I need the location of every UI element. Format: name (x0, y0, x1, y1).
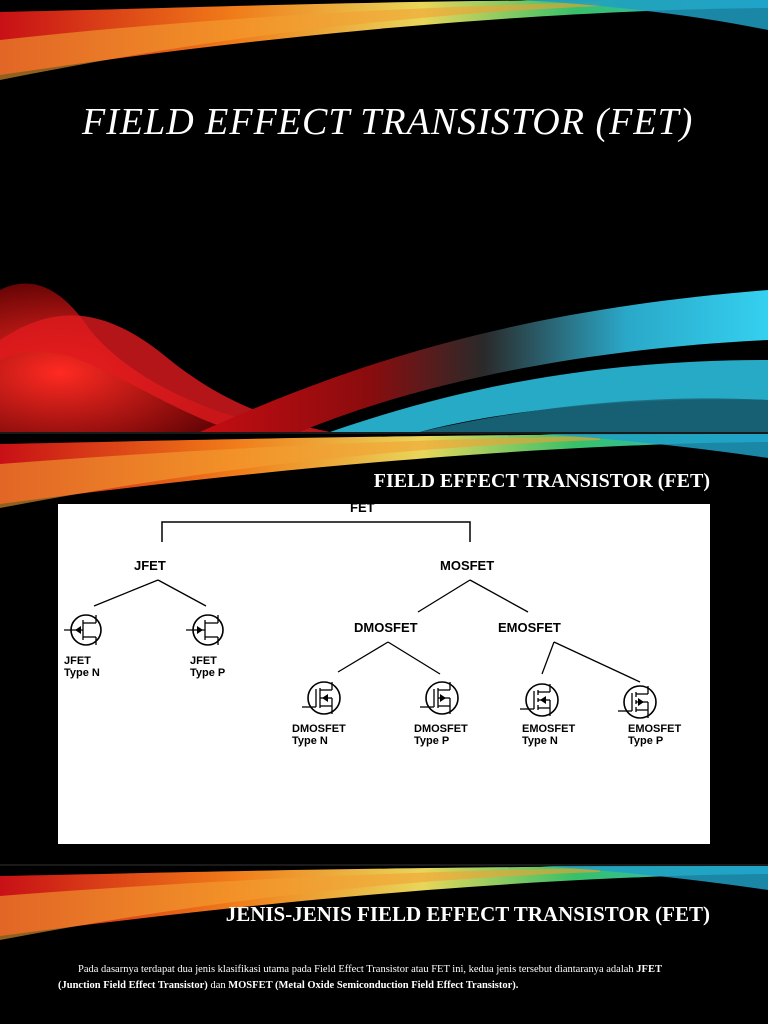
arrow-glyph (322, 694, 328, 702)
slide-fet-diagram: FIELD EFFECT TRANSISTOR (FET) FET JFET MOS… (0, 434, 768, 864)
leaf-label: Type N (522, 735, 558, 747)
slide-fet-types: JENIS-JENIS FIELD EFFECT TRANSISTOR (FET… (0, 866, 768, 1024)
node-jfet: JFET (134, 558, 166, 573)
node-emosfet: EMOSFET (498, 620, 561, 635)
slide-title-heading: FIELD EFFECT TRANSISTOR (FET) (82, 101, 694, 143)
connector-line (553, 641, 641, 683)
slide-heading: JENIS-JENIS FIELD EFFECT TRANSISTOR (FET… (225, 902, 710, 926)
arrow-glyph (75, 626, 81, 634)
leaf-label: DMOSFET (414, 723, 468, 735)
paragraph-text: Pada dasarnya terdapat dua jenis klasifi… (78, 964, 637, 975)
mosfet-symbol (307, 681, 341, 715)
leaf-label: DMOSFET (292, 723, 346, 735)
leaf-label: EMOSFET (522, 723, 575, 735)
mosfet-symbol (623, 685, 657, 719)
arrow-glyph (638, 698, 644, 706)
arrow-glyph (540, 696, 546, 704)
connector-line (469, 579, 529, 613)
leaf-label: Type N (64, 667, 100, 679)
leaf-label: JFET (64, 655, 91, 667)
paragraph-bold-jfet: JFET (Junction Field Effect Transistor) (58, 964, 662, 991)
swoosh-decoration (0, 0, 768, 432)
node-fet: FET (350, 504, 375, 515)
body-paragraph: Pada dasarnya terdapat dua jenis klasifi… (58, 962, 688, 994)
paragraph-text: dan (207, 980, 229, 991)
slide-divider (0, 432, 768, 434)
swoosh-decoration (0, 434, 768, 508)
connector-line (93, 579, 159, 607)
swoosh-decoration (0, 866, 768, 940)
slide-title: FIELD EFFECT TRANSISTOR (FET) (0, 0, 768, 432)
leaf-label: Type P (414, 735, 449, 747)
leaf-label: JFET (190, 655, 217, 667)
leaf-label: Type P (628, 735, 663, 747)
connector-line (157, 579, 207, 607)
leaf-label: Type P (190, 667, 225, 679)
node-mosfet: MOSFET (440, 558, 494, 573)
root-bracket (161, 521, 471, 542)
leaf-label: Type N (292, 735, 328, 747)
connector-line (541, 641, 555, 675)
slide-divider (0, 864, 768, 866)
arrow-glyph (440, 694, 446, 702)
node-dmosfet: DMOSFET (354, 620, 418, 635)
mosfet-symbol (425, 681, 459, 715)
connector-line (417, 579, 471, 613)
mosfet-symbol (525, 683, 559, 717)
connector-line (387, 641, 441, 675)
arrow-glyph (197, 626, 203, 634)
paragraph-bold-mosfet: MOSFET (Metal Oxide Semiconduction Field… (228, 980, 519, 991)
connector-line (337, 641, 389, 673)
leaf-label: EMOSFET (628, 723, 681, 735)
slide-heading: FIELD EFFECT TRANSISTOR (FET) (373, 470, 710, 492)
